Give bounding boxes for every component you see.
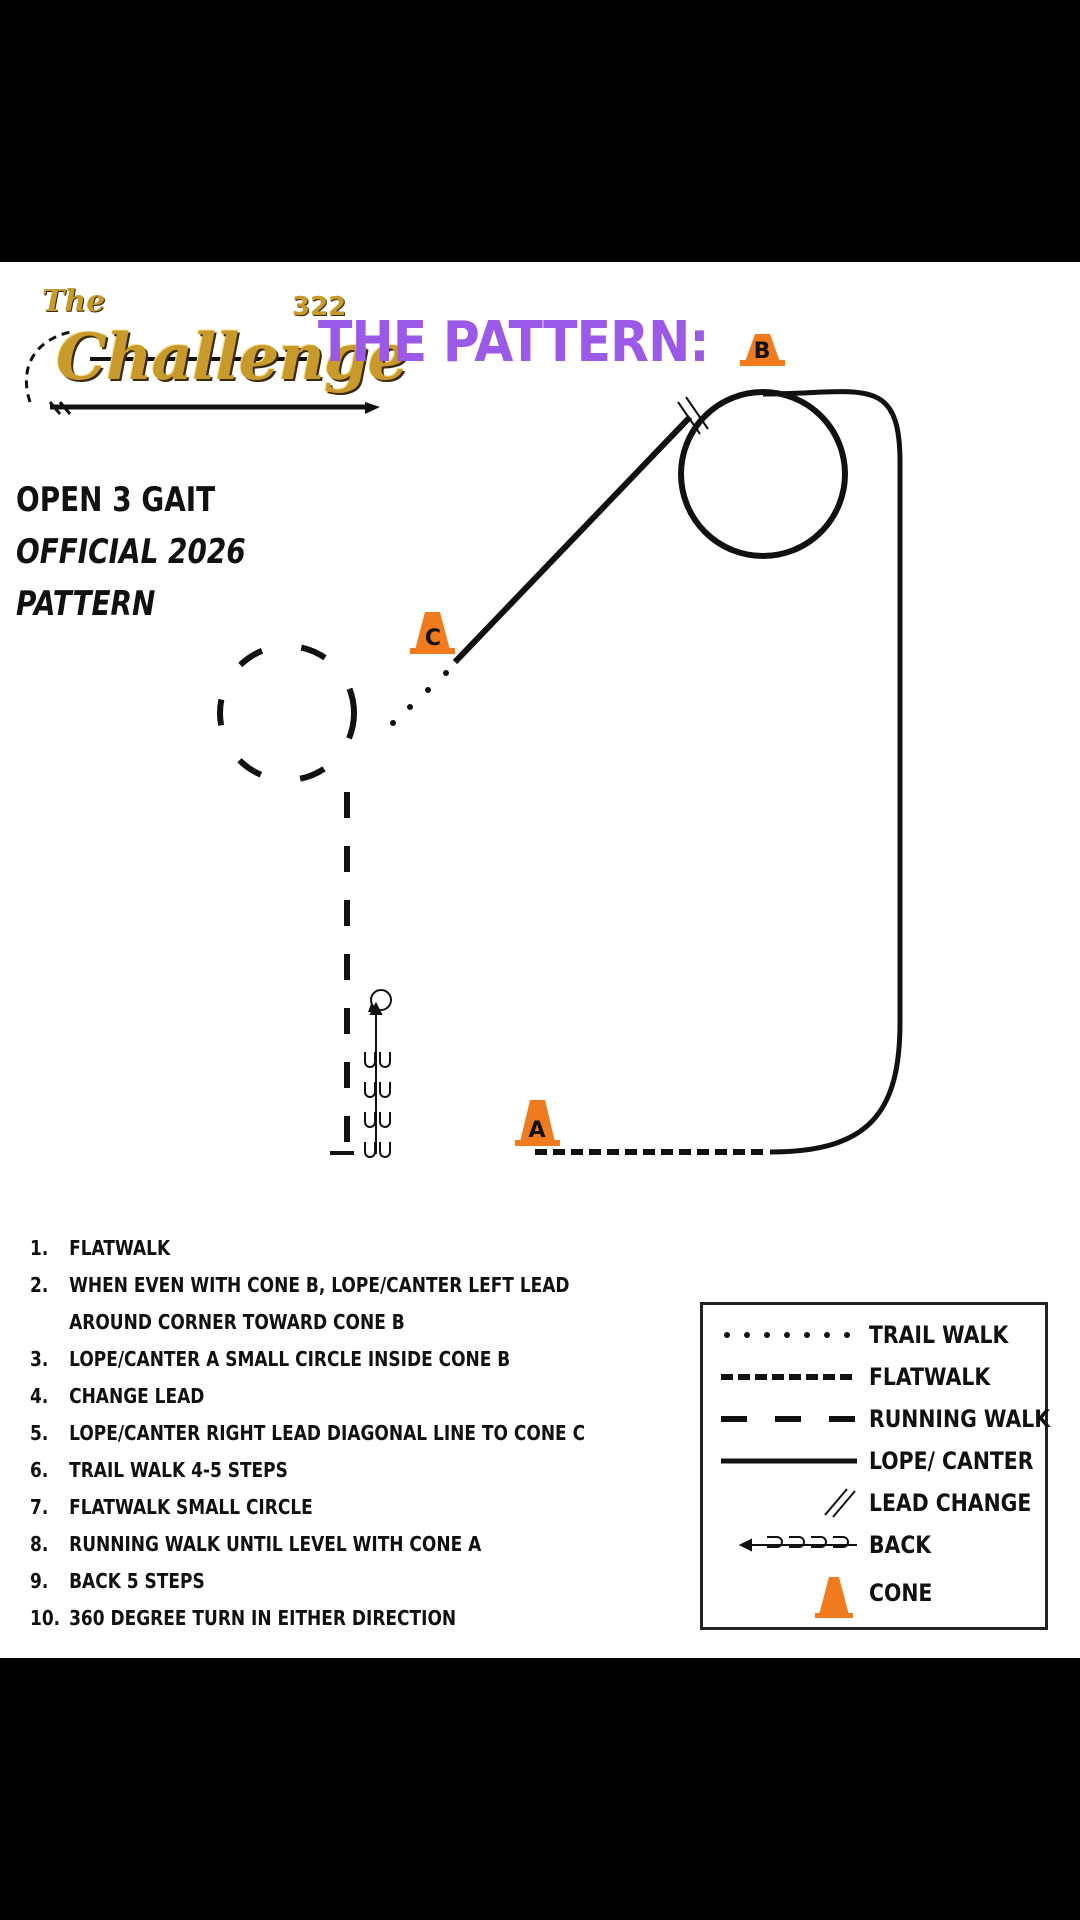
step-item: 7.FLATWALK SMALL CIRCLE — [30, 1495, 313, 1519]
step-item: 1.FLATWALK — [30, 1236, 171, 1260]
small-circle-cone-b — [678, 389, 848, 559]
cone-a-label: A — [528, 1118, 545, 1143]
step-item: 5.LOPE/CANTER RIGHT LEAD DIAGONAL LINE T… — [30, 1421, 586, 1445]
flatwalk-small-circle — [217, 643, 357, 783]
step-item: 4.CHANGE LEAD — [30, 1384, 205, 1408]
step-item: 10.360 DEGREE TURN IN EITHER DIRECTION — [30, 1606, 457, 1630]
legend: TRAIL WALK FLATWALK RUNNING WALK LOPE/ C… — [700, 1302, 1051, 1630]
step-item: 6.TRAIL WALK 4-5 STEPS — [30, 1458, 288, 1482]
trail-walk-path — [390, 670, 449, 726]
step-item: 2.WHEN EVEN WITH CONE B, LOPE/CANTER LEF… — [30, 1273, 570, 1297]
logo-number: 322 — [292, 292, 347, 322]
turn-circle-icon — [368, 989, 392, 1012]
legend-back: BACK — [703, 1525, 1051, 1565]
cone-c: C — [410, 612, 455, 654]
diagonal-lope-line — [452, 414, 693, 665]
pattern-steps: 1.FLATWALK 2.WHEN EVEN WITH CONE B, LOPE… — [30, 1230, 683, 1637]
logo-name: Challenge — [56, 320, 408, 395]
step-item: 3.LOPE/CANTER A SMALL CIRCLE INSIDE CONE… — [30, 1347, 511, 1371]
heading-line-2: OFFICIAL 2026 — [16, 532, 246, 572]
step-item-continuation: AROUND CORNER TOWARD CONE B — [69, 1310, 405, 1334]
challenge-logo: The 322 Challenge — [20, 282, 408, 432]
legend-lead-change: LEAD CHANGE — [703, 1483, 1051, 1523]
course-diagram: B C A — [217, 334, 903, 1158]
legend-trail-walk: TRAIL WALK — [703, 1315, 1051, 1355]
pattern-sheet: The 322 Challenge THE PATTERN: OPEN 3 GA… — [0, 262, 1080, 1658]
cone-icon — [815, 1577, 853, 1618]
logo-arrow-icon — [24, 330, 380, 415]
cone-c-label: C — [425, 626, 441, 651]
legend-cone: CONE — [703, 1573, 1051, 1618]
step-item: 9.BACK 5 STEPS — [30, 1569, 205, 1593]
legend-lope-canter: LOPE/ CANTER — [721, 1447, 1034, 1475]
cone-b-label: B — [754, 339, 771, 364]
legend-flatwalk: FLATWALK — [721, 1363, 991, 1391]
overlay-title: THE PATTERN: — [318, 310, 710, 375]
cone-a: A — [515, 1100, 560, 1146]
logo-the: The — [42, 284, 106, 319]
lope-canter-path — [762, 389, 903, 1155]
heading-line-3: PATTERN — [16, 584, 156, 624]
heading-line-1: OPEN 3 GAIT — [16, 480, 216, 520]
step-item: 8.RUNNING WALK UNTIL LEVEL WITH CONE A — [30, 1532, 482, 1556]
legend-running-walk: RUNNING WALK — [721, 1405, 1051, 1433]
lead-change-icon — [677, 396, 709, 435]
back-steps-icon — [364, 1001, 391, 1158]
cone-b: B — [740, 334, 785, 366]
